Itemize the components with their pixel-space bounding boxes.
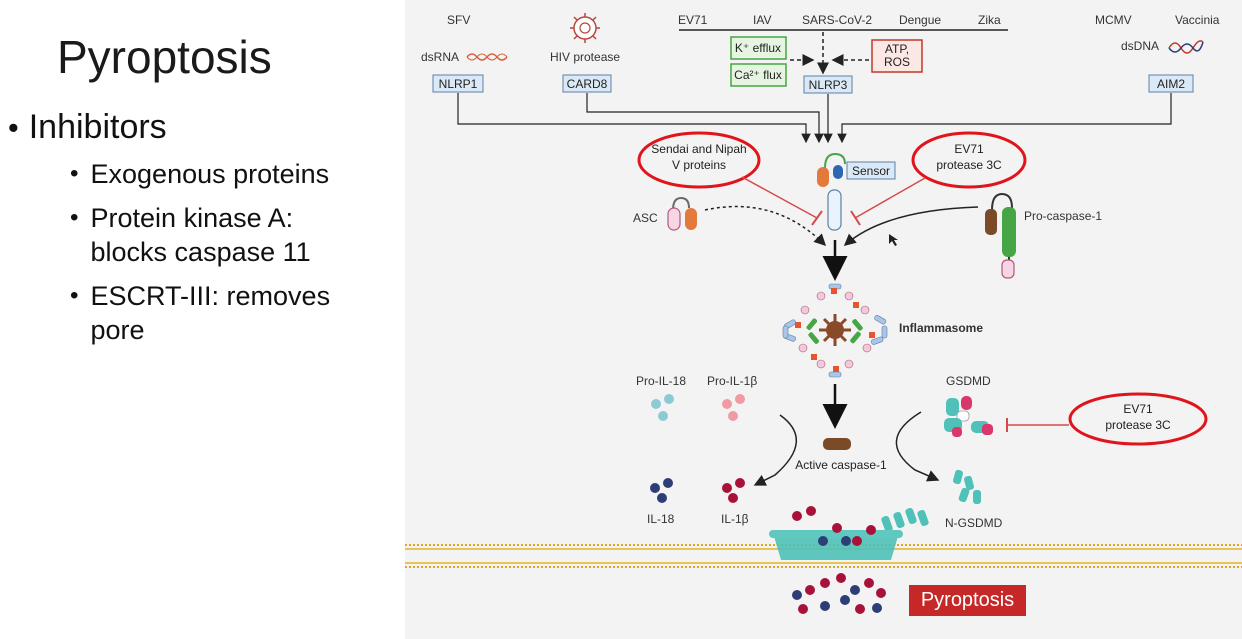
sub-bullet-text: Exogenous proteins bbox=[90, 159, 330, 189]
sub-bullet: • Exogenous proteins bbox=[70, 157, 330, 191]
pro-il1b-label: Pro-IL-1β bbox=[707, 374, 757, 388]
ev71-right-inhibitor-highlight bbox=[1068, 392, 1208, 446]
bullet-dot: • bbox=[8, 111, 19, 145]
active-caspase-1-label: Active caspase-1 bbox=[795, 458, 887, 472]
pyroptosis-badge: Pyroptosis bbox=[909, 585, 1026, 616]
pro-caspase-arrow bbox=[843, 206, 979, 246]
hiv-protease-label: HIV protease bbox=[550, 50, 620, 64]
virus-sfv-label: SFV bbox=[447, 13, 470, 27]
sendai-inhibition-line bbox=[741, 176, 818, 219]
bullet-text: Inhibitors bbox=[28, 108, 167, 146]
sensor-box bbox=[846, 161, 896, 180]
inflammasome-label: Inflammasome bbox=[899, 321, 983, 335]
pro-il18-icon bbox=[651, 394, 674, 421]
virus-dengue-label: Dengue bbox=[899, 13, 941, 27]
hiv-virus-icon bbox=[570, 13, 600, 43]
slide-title: Pyroptosis bbox=[57, 31, 272, 83]
nlrp1-label: NLRP1 bbox=[439, 77, 478, 91]
card8-label: CARD8 bbox=[567, 77, 608, 91]
bullet-dot: • bbox=[70, 204, 79, 231]
aim2-label: AIM2 bbox=[1157, 77, 1185, 91]
virus-iav-label: IAV bbox=[753, 13, 771, 27]
il1b-label: IL-1β bbox=[721, 512, 749, 526]
pro-il18-label: Pro-IL-18 bbox=[636, 374, 686, 388]
sendai-label-line1: Sendai and Nipah bbox=[651, 142, 746, 156]
ev71-top-label-line2: protease 3C bbox=[936, 158, 1002, 172]
sendai-label-line2: V proteins bbox=[672, 158, 726, 172]
atp-label: ATP, bbox=[885, 42, 909, 56]
active-caspase-1-icon bbox=[823, 438, 851, 450]
n-gsdmd-label: N-GSDMD bbox=[945, 516, 1003, 530]
bullet-dot: • bbox=[70, 282, 79, 309]
gsdmd-cleavage-arrow bbox=[895, 411, 940, 482]
sub-bullet-text: Protein kinase A:blocks caspase 11 bbox=[90, 203, 311, 267]
il1b-icon bbox=[722, 478, 745, 503]
released-cytokines-top bbox=[792, 506, 876, 546]
inflammasome-icon bbox=[782, 283, 888, 378]
ev71-top-label-line1: EV71 bbox=[954, 142, 984, 156]
atp-ros-box bbox=[871, 39, 923, 73]
nlrp3-label: NLRP3 bbox=[809, 78, 848, 92]
ev71-right-label-line2: protease 3C bbox=[1105, 418, 1171, 432]
gsdmd-icon bbox=[944, 396, 993, 437]
asc-dashed-arrow bbox=[704, 205, 827, 247]
aim2-box bbox=[1148, 74, 1194, 93]
ros-label: ROS bbox=[884, 55, 910, 69]
bullet-inhibitors: • Inhibitors bbox=[8, 108, 330, 147]
asc-label: ASC bbox=[633, 211, 658, 225]
sensor-convergence-lines bbox=[457, 93, 1172, 144]
nlrp1-box bbox=[432, 74, 484, 93]
bullet-dot: • bbox=[70, 160, 79, 187]
n-gsdmd-icon bbox=[952, 469, 981, 504]
ca-flux-label: Ca²⁺ flux bbox=[734, 68, 782, 82]
virus-sars-label: SARS-CoV-2 bbox=[802, 13, 872, 27]
ca-flux-box bbox=[730, 63, 787, 87]
dsdna-label: dsDNA bbox=[1121, 39, 1159, 53]
nlrp3-box bbox=[803, 75, 853, 94]
mouse-cursor-icon bbox=[889, 234, 898, 246]
sensor-label: Sensor bbox=[852, 164, 890, 178]
pro-caspase-1-label: Pro-caspase-1 bbox=[1024, 209, 1102, 223]
il18-icon bbox=[650, 478, 673, 503]
pyroptosis-diagram: SFV EV71 IAV SARS-CoV-2 Dengue Zika MCMV… bbox=[405, 0, 1242, 639]
diagram-canvas: SFV EV71 IAV SARS-CoV-2 Dengue Zika MCMV… bbox=[405, 13, 1242, 614]
card8-box bbox=[562, 74, 612, 93]
bullet-list: • Inhibitors • Exogenous proteins • Prot… bbox=[8, 108, 330, 347]
k-efflux-box bbox=[730, 36, 787, 60]
gsdmd-pore-icon bbox=[769, 530, 903, 560]
il18-label: IL-18 bbox=[647, 512, 675, 526]
pro-il1b-icon bbox=[722, 394, 745, 421]
gsdmd-label: GSDMD bbox=[946, 374, 991, 388]
ev71-top-inhibitor-highlight bbox=[911, 131, 1027, 189]
sensor-protein-icon bbox=[817, 152, 846, 231]
dsdna-icon bbox=[1168, 40, 1204, 54]
pro-caspase-1-icon bbox=[985, 192, 1016, 279]
virus-ev71-label: EV71 bbox=[678, 13, 708, 27]
il-processing-arrow bbox=[753, 414, 797, 486]
ev71-top-inhibition-line bbox=[854, 177, 926, 219]
asc-protein-icon bbox=[667, 196, 697, 231]
dsrna-label: dsRNA bbox=[421, 50, 459, 64]
virus-mcmv-label: MCMV bbox=[1095, 13, 1132, 27]
virus-vaccinia-label: Vaccinia bbox=[1175, 13, 1220, 27]
sub-bullet: • Protein kinase A:blocks caspase 11 bbox=[70, 201, 330, 269]
virus-zika-label: Zika bbox=[978, 13, 1001, 27]
k-efflux-label: K⁺ efflux bbox=[735, 41, 781, 55]
released-cytokines-bottom bbox=[792, 573, 886, 614]
sendai-inhibitor-highlight bbox=[637, 131, 761, 189]
ev71-right-label-line1: EV71 bbox=[1123, 402, 1153, 416]
